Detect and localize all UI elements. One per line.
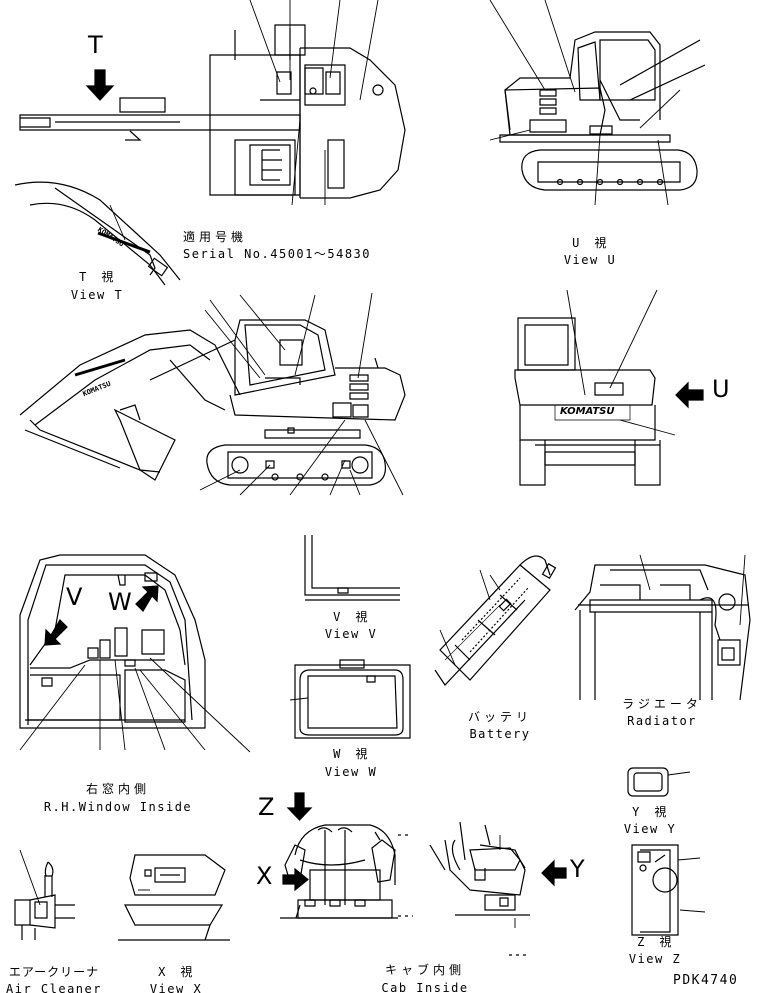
serial-range: Serial No.45001～54830 (183, 247, 371, 261)
view-u-rear (515, 290, 675, 485)
view-v-caption-en: View V (324, 627, 378, 641)
view-u-letter: U (712, 375, 730, 403)
view-w-caption-en: View W (324, 765, 378, 779)
view-y-arrow (542, 861, 566, 885)
view-u-caption-jp: U 視 (572, 236, 608, 250)
serial-heading: 適用号機 (183, 230, 248, 244)
air-cleaner-detail (15, 850, 75, 940)
air-cleaner-caption-en: Air Cleaner (6, 982, 102, 993)
cab-inside-front (280, 825, 398, 918)
view-x-letter: X (256, 862, 273, 890)
view-x-caption-jp: X 視 (158, 965, 194, 979)
view-z-arrow (288, 793, 311, 820)
battery-caption-jp: バッテリ (467, 710, 533, 724)
view-y-letter: Y (570, 855, 585, 883)
view-u-arrow (676, 383, 703, 407)
view-t-caption-jp: T 視 (79, 270, 115, 284)
radiator-detail (575, 555, 750, 700)
view-x-detail (118, 855, 230, 940)
view-z-letter: Z (258, 793, 275, 821)
view-w-letter: W (108, 588, 132, 616)
view-y-decal (628, 768, 690, 796)
cab-inside-caption-en: Cab Inside (381, 981, 469, 993)
view-v-caption-jp: V 視 (333, 610, 369, 624)
reference-marks (398, 835, 528, 955)
view-y-caption-jp: Y 視 (632, 805, 668, 819)
view-v-arrow (45, 620, 67, 645)
view-t-boom (15, 182, 180, 285)
view-z-detail (632, 845, 705, 935)
machine-top-view (20, 0, 405, 205)
view-t-letter: T (88, 31, 103, 59)
view-w-detail (290, 660, 410, 738)
view-w-arrow (136, 586, 158, 611)
battery-detail (435, 556, 555, 685)
rh-window-inside (20, 555, 250, 752)
cab-inside-caption-jp: キャブ内側 (384, 963, 466, 977)
machine-side-view (20, 293, 405, 495)
rh-window-caption-jp: 右窓内側 (85, 782, 151, 796)
machine-rear-quarter-view (490, 0, 705, 205)
view-w-caption-jp: W 視 (333, 747, 369, 761)
view-u-caption-en: View U (563, 253, 617, 267)
view-x-arrow (283, 869, 308, 890)
view-v-detail (305, 535, 400, 600)
view-z-caption-en: View Z (628, 952, 682, 966)
view-t-caption-en: View T (70, 288, 124, 302)
view-v-letter: V (66, 583, 83, 611)
battery-caption-en: Battery (469, 727, 531, 741)
view-y-caption-en: View Y (623, 822, 677, 836)
view-z-caption-jp: Z 視 (637, 935, 673, 949)
view-x-caption-en: View X (149, 982, 203, 993)
radiator-caption-jp: ラジエータ (622, 697, 702, 711)
cab-inside-side (430, 822, 530, 928)
radiator-caption-en: Radiator (627, 714, 697, 728)
rh-window-caption-en: R.H.Window Inside (43, 800, 193, 814)
drawing-code: PDK4740 (673, 973, 739, 988)
air-cleaner-caption-jp: エアークリーナ (8, 965, 100, 979)
komatsu-decal-rear: KOMATSU (560, 406, 615, 417)
view-t-arrow (87, 70, 113, 100)
